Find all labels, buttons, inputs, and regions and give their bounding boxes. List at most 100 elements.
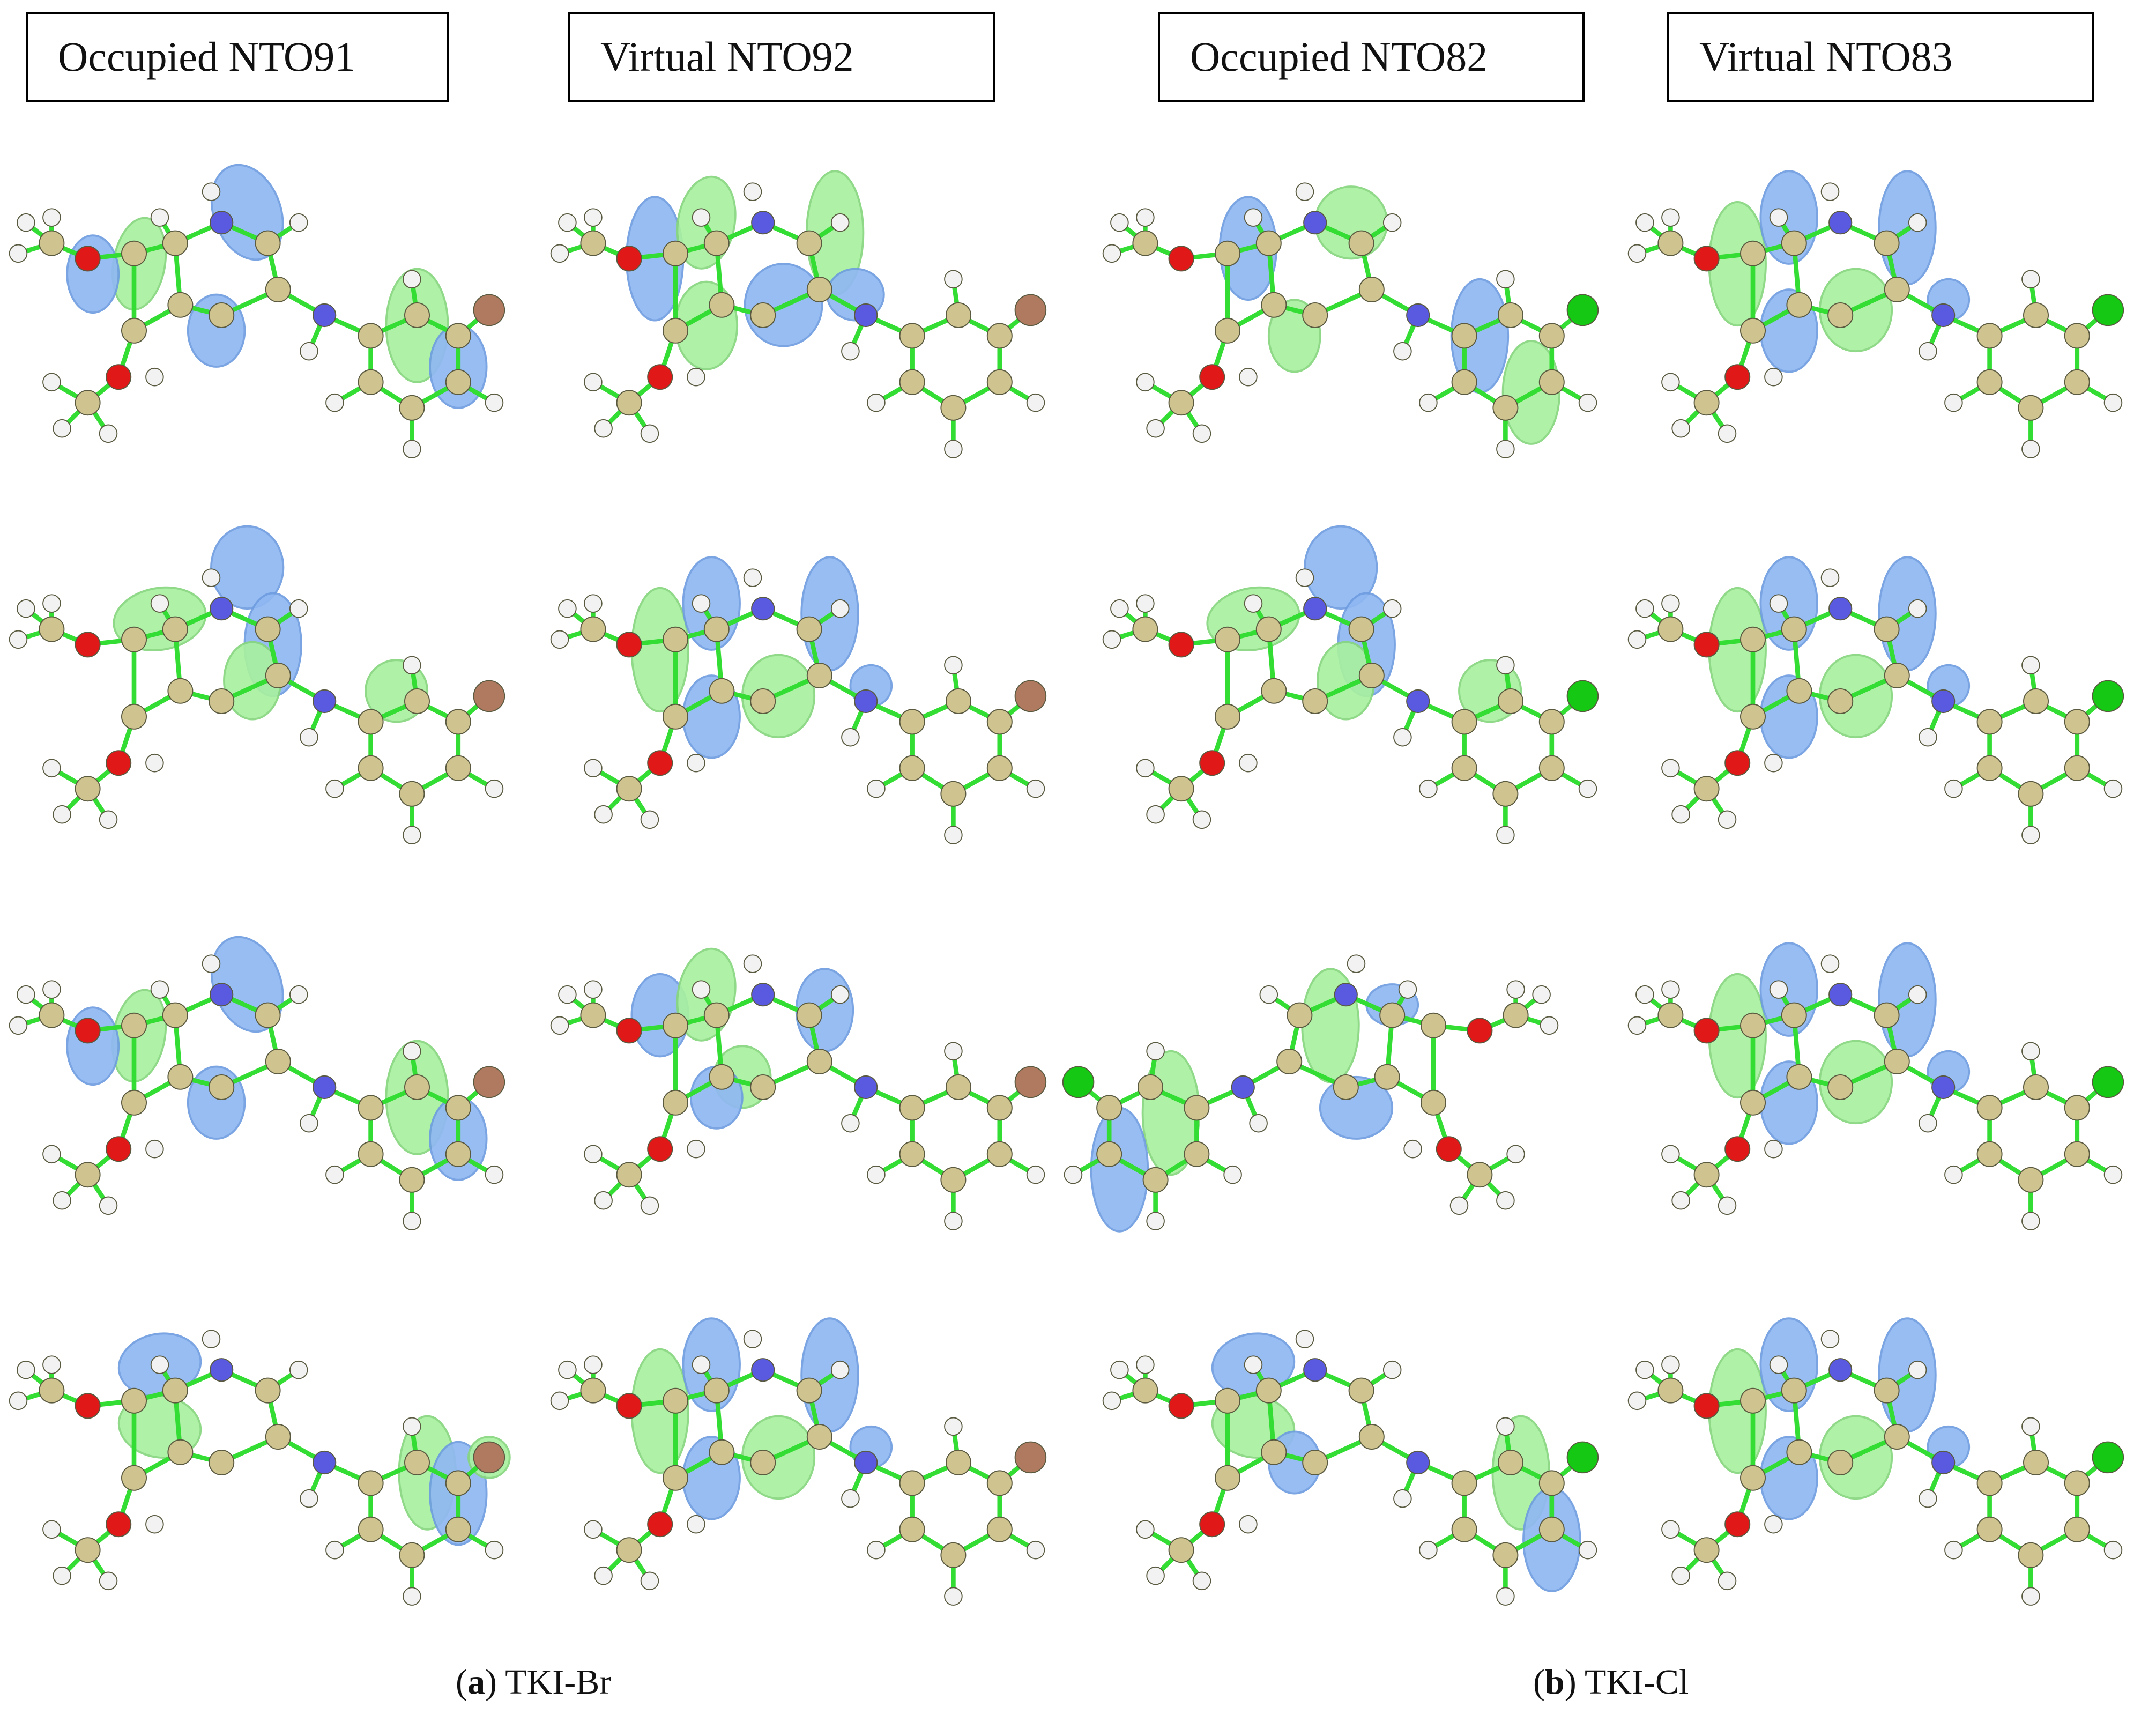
- nitrogen-atom: [313, 689, 337, 714]
- bromine-atom: [473, 1066, 505, 1098]
- hydrogen-atom: [1110, 213, 1129, 232]
- hydrogen-atom: [640, 1196, 659, 1215]
- caption-a: (a) TKI-Br: [456, 1662, 612, 1702]
- hydrogen-atom: [150, 1355, 169, 1374]
- hydrogen-atom: [1671, 1566, 1690, 1585]
- carbon-atom: [1467, 1162, 1493, 1188]
- carbon-atom: [1740, 240, 1766, 266]
- hydrogen-atom: [1382, 599, 1402, 618]
- oxygen-atom: [1199, 750, 1225, 776]
- carbon-atom: [940, 1542, 967, 1568]
- hydrogen-atom: [584, 759, 603, 778]
- oxygen-atom: [106, 750, 132, 776]
- hydrogen-atom: [1908, 985, 1927, 1004]
- hydrogen-atom: [1661, 208, 1680, 227]
- carbon-atom: [2023, 302, 2049, 329]
- molecule-panel: [550, 170, 1047, 458]
- carbon-atom: [946, 1074, 972, 1101]
- carbon-atom: [616, 390, 642, 416]
- carbon-atom: [703, 616, 730, 642]
- hydrogen-atom: [867, 1540, 886, 1560]
- hydrogen-atom: [1110, 599, 1129, 618]
- nitrogen-atom: [210, 1358, 234, 1382]
- hydrogen-atom: [1661, 373, 1680, 392]
- nitrogen-atom: [1828, 1358, 1853, 1382]
- carbon-atom: [162, 1377, 188, 1404]
- carbon-atom: [75, 390, 101, 416]
- hydrogen-atom: [944, 270, 963, 289]
- hydrogen-atom: [150, 980, 169, 999]
- carbon-atom: [616, 1537, 642, 1563]
- hydrogen-atom: [53, 419, 71, 438]
- hydrogen-atom: [2021, 656, 2040, 675]
- oxygen-atom: [75, 632, 101, 658]
- hydrogen-atom: [550, 1016, 569, 1035]
- carbon-atom: [358, 755, 384, 781]
- chlorine-atom: [1566, 1441, 1599, 1474]
- carbon-atom: [445, 323, 471, 349]
- carbon-atom: [2023, 1074, 2049, 1101]
- carbon-atom: [404, 302, 430, 329]
- carbon-atom: [580, 616, 606, 642]
- hydrogen-atom: [1026, 393, 1045, 412]
- nitrogen-atom: [1931, 1075, 1956, 1100]
- hydrogen-atom: [1908, 599, 1927, 618]
- carbon-atom: [1740, 1089, 1766, 1116]
- hydrogen-atom: [2103, 779, 2123, 798]
- hydrogen-atom: [1661, 980, 1680, 999]
- hydrogen-atom: [1764, 1515, 1783, 1534]
- nitrogen-atom: [1303, 1358, 1327, 1382]
- carbon-atom: [399, 781, 425, 807]
- carbon-atom: [121, 1387, 147, 1414]
- hydrogen-atom: [2103, 1165, 2123, 1184]
- orbital-lobe-positive: [210, 936, 284, 1033]
- hydrogen-atom: [1136, 1520, 1155, 1539]
- carbon-atom: [899, 369, 925, 395]
- oxygen-atom: [106, 1136, 132, 1162]
- hydrogen-atom: [1919, 342, 1937, 361]
- carbon-atom: [1132, 616, 1158, 642]
- carbon-atom: [946, 688, 972, 715]
- caption-b: (b) TKI-Cl: [1533, 1662, 1689, 1702]
- chlorine-atom: [1062, 1066, 1095, 1098]
- oxygen-atom: [1467, 1018, 1493, 1044]
- molecule-panel: [1102, 1330, 1599, 1606]
- molecule-panel: [1062, 954, 1559, 1233]
- hydrogen-atom: [640, 1571, 659, 1591]
- oxygen-atom: [1199, 1511, 1225, 1538]
- hydrogen-atom: [2021, 440, 2040, 458]
- carbon-atom: [1740, 1465, 1766, 1491]
- nitrogen-atom: [313, 303, 337, 328]
- hydrogen-atom: [1496, 270, 1515, 289]
- carbon-atom: [806, 1049, 832, 1075]
- molecule-panel: [550, 947, 1047, 1230]
- carbon-atom: [946, 302, 972, 329]
- nitrogen-atom: [1303, 211, 1327, 235]
- nitrogen-atom: [1828, 211, 1853, 235]
- hydrogen-atom: [1635, 1360, 1654, 1379]
- nitrogen-atom: [1231, 1075, 1255, 1100]
- hydrogen-atom: [300, 1489, 318, 1508]
- carbon-atom: [265, 1424, 291, 1450]
- carbon-atom: [2064, 1516, 2090, 1542]
- carbon-atom: [663, 317, 689, 344]
- nitrogen-atom: [1406, 1450, 1430, 1475]
- hydrogen-atom: [202, 182, 221, 201]
- hydrogen-atom: [550, 630, 569, 649]
- carbon-atom: [1781, 230, 1807, 256]
- carbon-atom: [986, 709, 1013, 735]
- hydrogen-atom: [1769, 1355, 1788, 1374]
- hydrogen-atom: [1718, 424, 1737, 443]
- hydrogen-atom: [9, 244, 28, 263]
- carbon-atom: [1657, 230, 1684, 256]
- hydrogen-atom: [202, 568, 221, 587]
- carbon-atom: [167, 1439, 194, 1465]
- carbon-atom: [806, 663, 832, 689]
- carbon-atom: [1492, 781, 1519, 807]
- hydrogen-atom: [944, 1587, 963, 1606]
- carbon-atom: [663, 1089, 689, 1116]
- carbon-atom: [1358, 1424, 1385, 1450]
- carbon-atom: [750, 1074, 776, 1101]
- carbon-atom: [2064, 369, 2090, 395]
- carbon-atom: [1168, 1537, 1194, 1563]
